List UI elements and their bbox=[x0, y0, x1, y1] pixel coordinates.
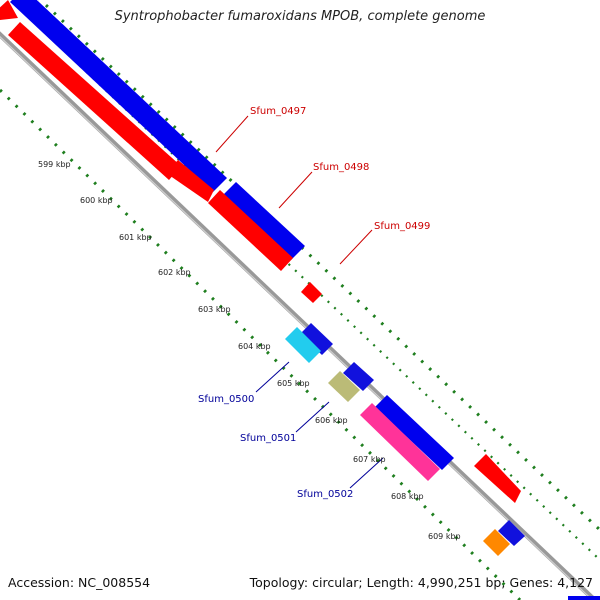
scale-label: 609 kbp bbox=[428, 532, 461, 541]
scale-label: 607 kbp bbox=[353, 455, 386, 464]
gene-label-sfum-0500[interactable]: Sfum_0500 bbox=[198, 394, 254, 405]
gene-label-sfum-0502[interactable]: Sfum_0502 bbox=[297, 489, 353, 500]
gene-sfum-0500 bbox=[285, 327, 321, 363]
gene-sfum-0501 bbox=[328, 371, 360, 402]
backbone-inner bbox=[0, 35, 594, 600]
leader-0498 bbox=[278, 171, 313, 209]
genome-summary-text: Topology: circular; Length: 4,990,251 bp… bbox=[249, 575, 593, 590]
gc-dots-mid bbox=[9, 0, 600, 561]
cds-forward-607 bbox=[375, 395, 454, 470]
gene-label-sfum-0499[interactable]: Sfum_0499 bbox=[374, 221, 430, 232]
scale-label: 599 kbp bbox=[38, 160, 71, 169]
cds-reverse-0499 bbox=[301, 282, 322, 303]
cds-forward-604 bbox=[300, 323, 333, 355]
cds-forward-0498 bbox=[222, 182, 305, 260]
gene-sfum-0502 bbox=[360, 403, 440, 481]
accession-text: Accession: NC_008554 bbox=[8, 575, 151, 590]
scale-label: 603 kbp bbox=[198, 305, 231, 314]
scale-label: 600 kbp bbox=[80, 196, 113, 205]
leader-0497 bbox=[215, 115, 249, 153]
cds-reverse-edge bbox=[0, 0, 18, 20]
cds-reverse-608 bbox=[474, 454, 521, 503]
scale-label: 601 kbp bbox=[119, 233, 152, 242]
scale-label: 608 kbp bbox=[391, 492, 424, 501]
scale-label: 604 kbp bbox=[238, 342, 271, 351]
leader-0501 bbox=[295, 401, 330, 433]
backbone-outer bbox=[0, 31, 599, 600]
map-title: Syntrophobacter fumaroxidans MPOB, compl… bbox=[114, 9, 486, 24]
scale-label: 606 kbp bbox=[315, 416, 348, 425]
cds-forward-edge bbox=[568, 596, 600, 600]
gc-dots-inner bbox=[0, 88, 522, 600]
leader-0502 bbox=[349, 457, 384, 489]
cds-forward-605 bbox=[343, 362, 374, 391]
gene-label-sfum-0497[interactable]: Sfum_0497 bbox=[250, 106, 306, 117]
cds-forward-long bbox=[10, 0, 227, 192]
cds-reverse-0498 bbox=[208, 190, 293, 271]
scale-label: 605 kbp bbox=[277, 379, 310, 388]
cds-reverse-0497b bbox=[166, 160, 214, 202]
gene-609-orange bbox=[483, 529, 510, 556]
cds-forward-609 bbox=[498, 520, 525, 546]
cds-reverse-0497 bbox=[8, 22, 181, 180]
gene-label-sfum-0501[interactable]: Sfum_0501 bbox=[240, 433, 296, 444]
leader-0500 bbox=[255, 361, 290, 393]
scale-label: 602 kbp bbox=[158, 268, 191, 277]
gene-label-sfum-0498[interactable]: Sfum_0498 bbox=[313, 162, 369, 173]
leader-0499 bbox=[339, 229, 373, 265]
